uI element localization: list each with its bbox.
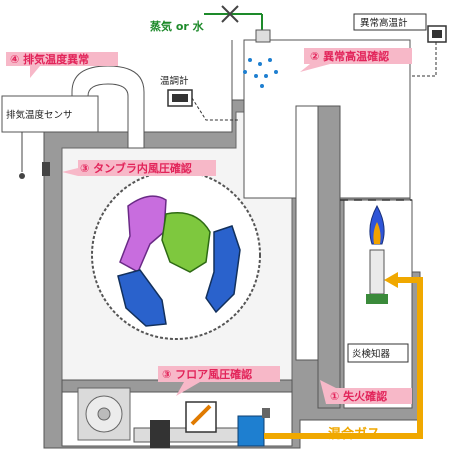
fan-housing	[77, 387, 131, 441]
mixed-gas-label: 混合ガス	[328, 426, 380, 442]
exhaust-sensor-label: 排気温度センサ	[6, 109, 73, 121]
sensor-icon	[42, 162, 50, 176]
valve-icon	[221, 5, 239, 23]
callout-high-temp: ② 異常高温確認	[300, 48, 412, 72]
thermometer-high-label: 異常高温計	[360, 17, 408, 29]
supply-label: 蒸気 or 水	[150, 19, 205, 33]
gas-line	[264, 272, 423, 439]
callout-high-temp-text: ② 異常高温確認	[310, 49, 389, 63]
flame-detector-label: 炎検知器	[352, 348, 391, 360]
callout-flame-out-text: ① 失火確認	[330, 389, 387, 403]
garment-purple	[119, 195, 167, 274]
drum	[91, 170, 261, 340]
callout-exhaust-text: ④ 排気温度異常	[10, 52, 89, 66]
garment-blue-bottom	[117, 269, 167, 327]
callout-tumbler: ③ タンブラ内風圧確認	[62, 160, 216, 176]
callout-flame-out: ① 失火確認	[320, 380, 412, 404]
burner-icon	[366, 204, 388, 304]
exhaust-hood	[1, 65, 145, 149]
garment-blue-right	[205, 225, 241, 314]
sprinkler-icon	[243, 58, 278, 88]
callout-floor-text: ③ フロア風圧確認	[162, 367, 252, 381]
thermostat-label: 温調計	[160, 75, 189, 87]
callout-floor: ③ フロア風圧確認	[158, 366, 280, 396]
gas-pipe	[133, 401, 270, 448]
callout-exhaust: ④ 排気温度異常	[6, 52, 118, 78]
sensor-icon	[19, 132, 25, 179]
supply-system	[204, 5, 278, 88]
callout-tumbler-text: ③ タンブラ内風圧確認	[80, 161, 192, 175]
garment-green	[161, 212, 211, 273]
